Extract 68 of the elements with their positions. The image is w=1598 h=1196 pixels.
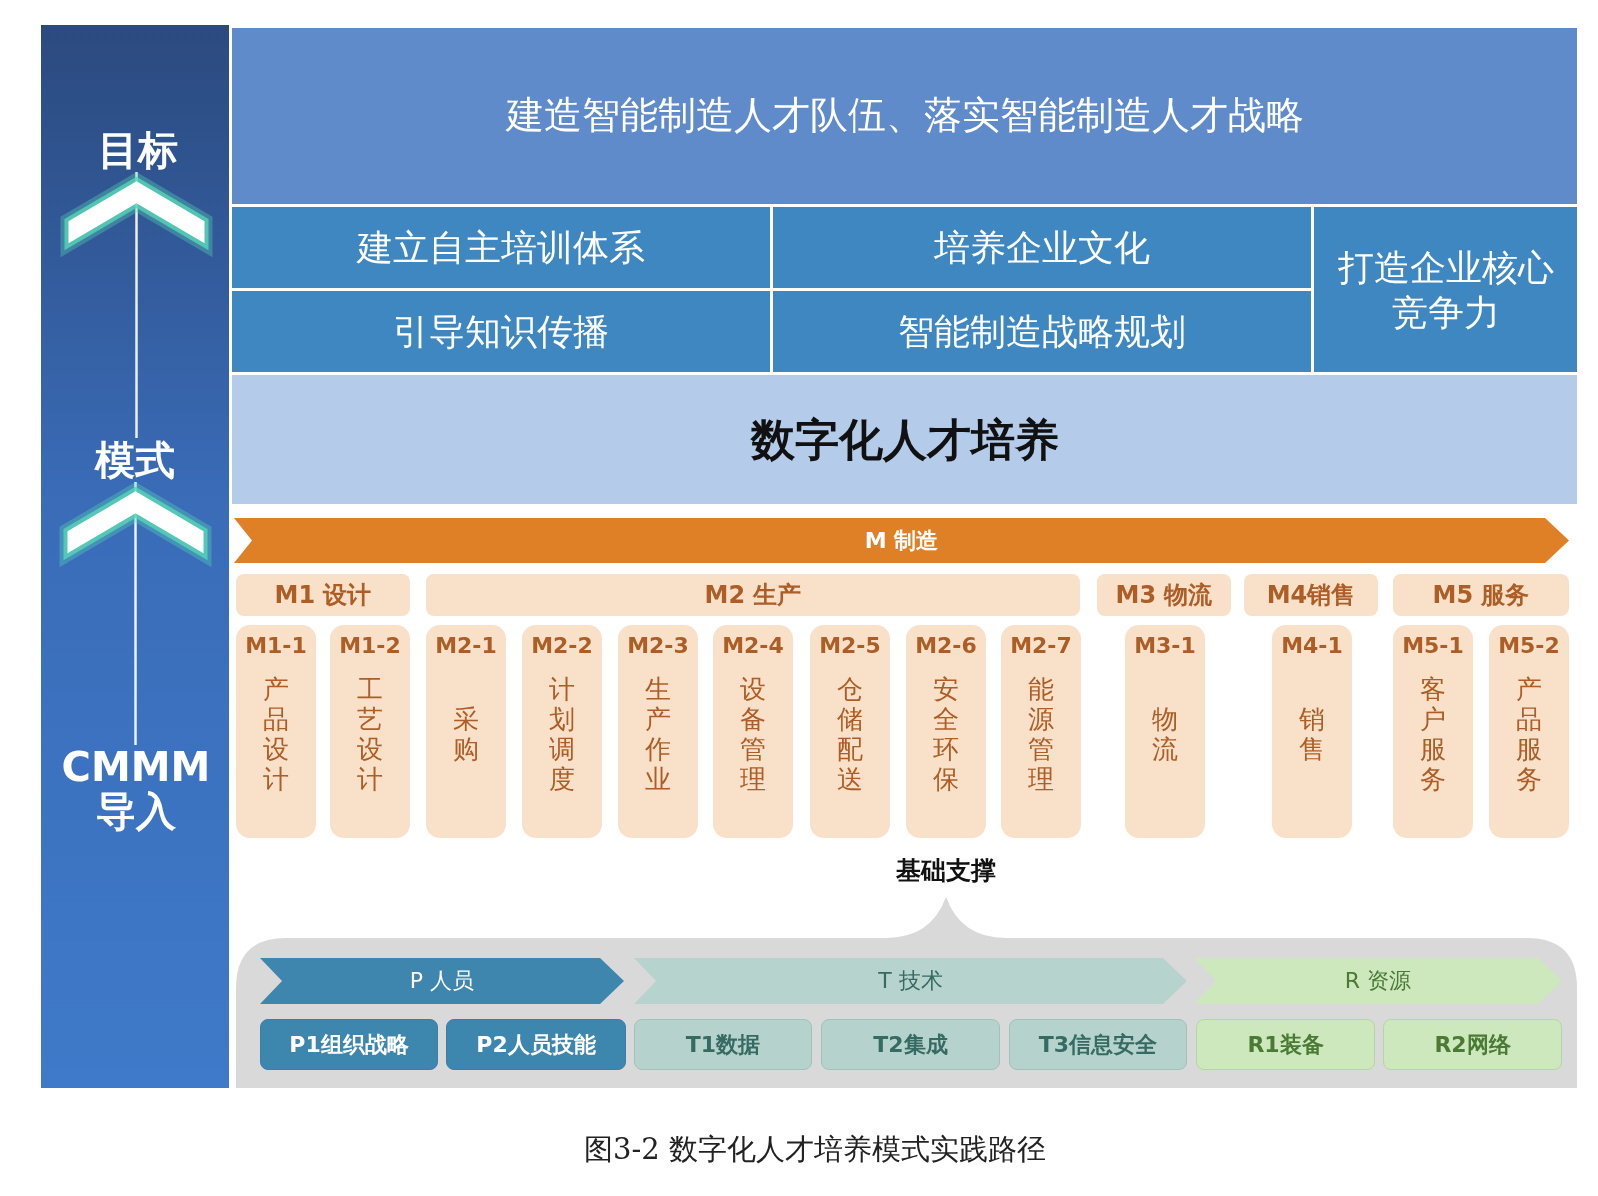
process-name: 计划调度	[548, 673, 576, 794]
resource-tile: T1数据	[634, 1019, 812, 1070]
mode-block: 引导知识传播	[232, 291, 770, 372]
category-header: M4销售	[1244, 574, 1378, 616]
process-name: 安全环保	[932, 673, 960, 794]
process-name: 工艺设计	[356, 673, 384, 794]
layer-label: 模式	[95, 438, 175, 482]
process-code: M1-1	[245, 633, 307, 660]
process-code: M2-1	[435, 633, 497, 660]
focus-band: 数字化人才培养	[232, 375, 1577, 504]
process-name: 仓储配送	[836, 673, 864, 794]
band-label: T 技术	[878, 967, 943, 995]
process-code: M2-5	[819, 633, 881, 660]
resource-tile: T3信息安全	[1009, 1019, 1187, 1070]
process-column	[1001, 625, 1081, 838]
process-code: M3-1	[1134, 633, 1196, 660]
process-column	[1393, 625, 1473, 838]
process-name: 物流	[1151, 703, 1179, 764]
band-label: P 人员	[409, 967, 475, 995]
process-column	[1489, 625, 1569, 838]
goal-band: 建造智能制造人才队伍、落实智能制造人才战略	[232, 28, 1577, 204]
category-header: M2 生产	[426, 574, 1080, 616]
process-name: 客户服务	[1419, 673, 1447, 794]
process-column	[522, 625, 602, 838]
figure-caption: 图3-2 数字化人才培养模式实践路径	[584, 1131, 1046, 1168]
band-label: R 资源	[1344, 967, 1412, 995]
process-code: M2-3	[627, 633, 689, 660]
mode-block: 打造企业核心竞争力	[1314, 207, 1577, 372]
process-code: M5-2	[1498, 633, 1560, 660]
process-column	[618, 625, 698, 838]
category-header: M1 设计	[236, 574, 410, 616]
process-code: M2-4	[722, 633, 784, 660]
process-code: M2-7	[1010, 633, 1072, 660]
resource-tile: R1装备	[1196, 1019, 1375, 1070]
resource-tile: P1组织战略	[260, 1019, 438, 1070]
resource-tile: R2网络	[1383, 1019, 1562, 1070]
process-column	[1125, 625, 1205, 838]
process-column	[1272, 625, 1352, 838]
process-column	[426, 625, 506, 838]
category-header: M5 服务	[1393, 574, 1569, 616]
process-name: 生产作业	[644, 673, 672, 794]
process-name: 产品服务	[1515, 673, 1543, 794]
process-name: 采购	[452, 703, 480, 764]
mode-block: 建立自主培训体系	[232, 207, 770, 288]
mode-block: 培养企业文化	[773, 207, 1311, 288]
process-code: M2-6	[915, 633, 977, 660]
panel-heading: 基础支撑	[896, 855, 996, 887]
layer-label: CMMM导入	[61, 745, 211, 833]
process-name: 产品设计	[262, 673, 290, 794]
process-column	[236, 625, 316, 838]
banner-label: M 制造	[864, 526, 939, 555]
process-column	[906, 625, 986, 838]
process-column	[330, 625, 410, 838]
category-header: M3 物流	[1097, 574, 1231, 616]
resource-tile: T2集成	[821, 1019, 1000, 1070]
layer-label: 目标	[98, 128, 178, 172]
process-code: M4-1	[1281, 633, 1343, 660]
process-code: M2-2	[531, 633, 593, 660]
process-name: 能源管理	[1027, 673, 1055, 794]
process-column	[713, 625, 793, 838]
sidebar-band	[41, 25, 229, 1088]
resource-tile: P2人员技能	[446, 1019, 626, 1070]
process-name: 设备管理	[739, 673, 767, 794]
process-column	[810, 625, 890, 838]
process-code: M1-2	[339, 633, 401, 660]
process-code: M5-1	[1402, 633, 1464, 660]
process-name: 销售	[1298, 703, 1326, 764]
mode-block: 智能制造战略规划	[773, 291, 1311, 372]
